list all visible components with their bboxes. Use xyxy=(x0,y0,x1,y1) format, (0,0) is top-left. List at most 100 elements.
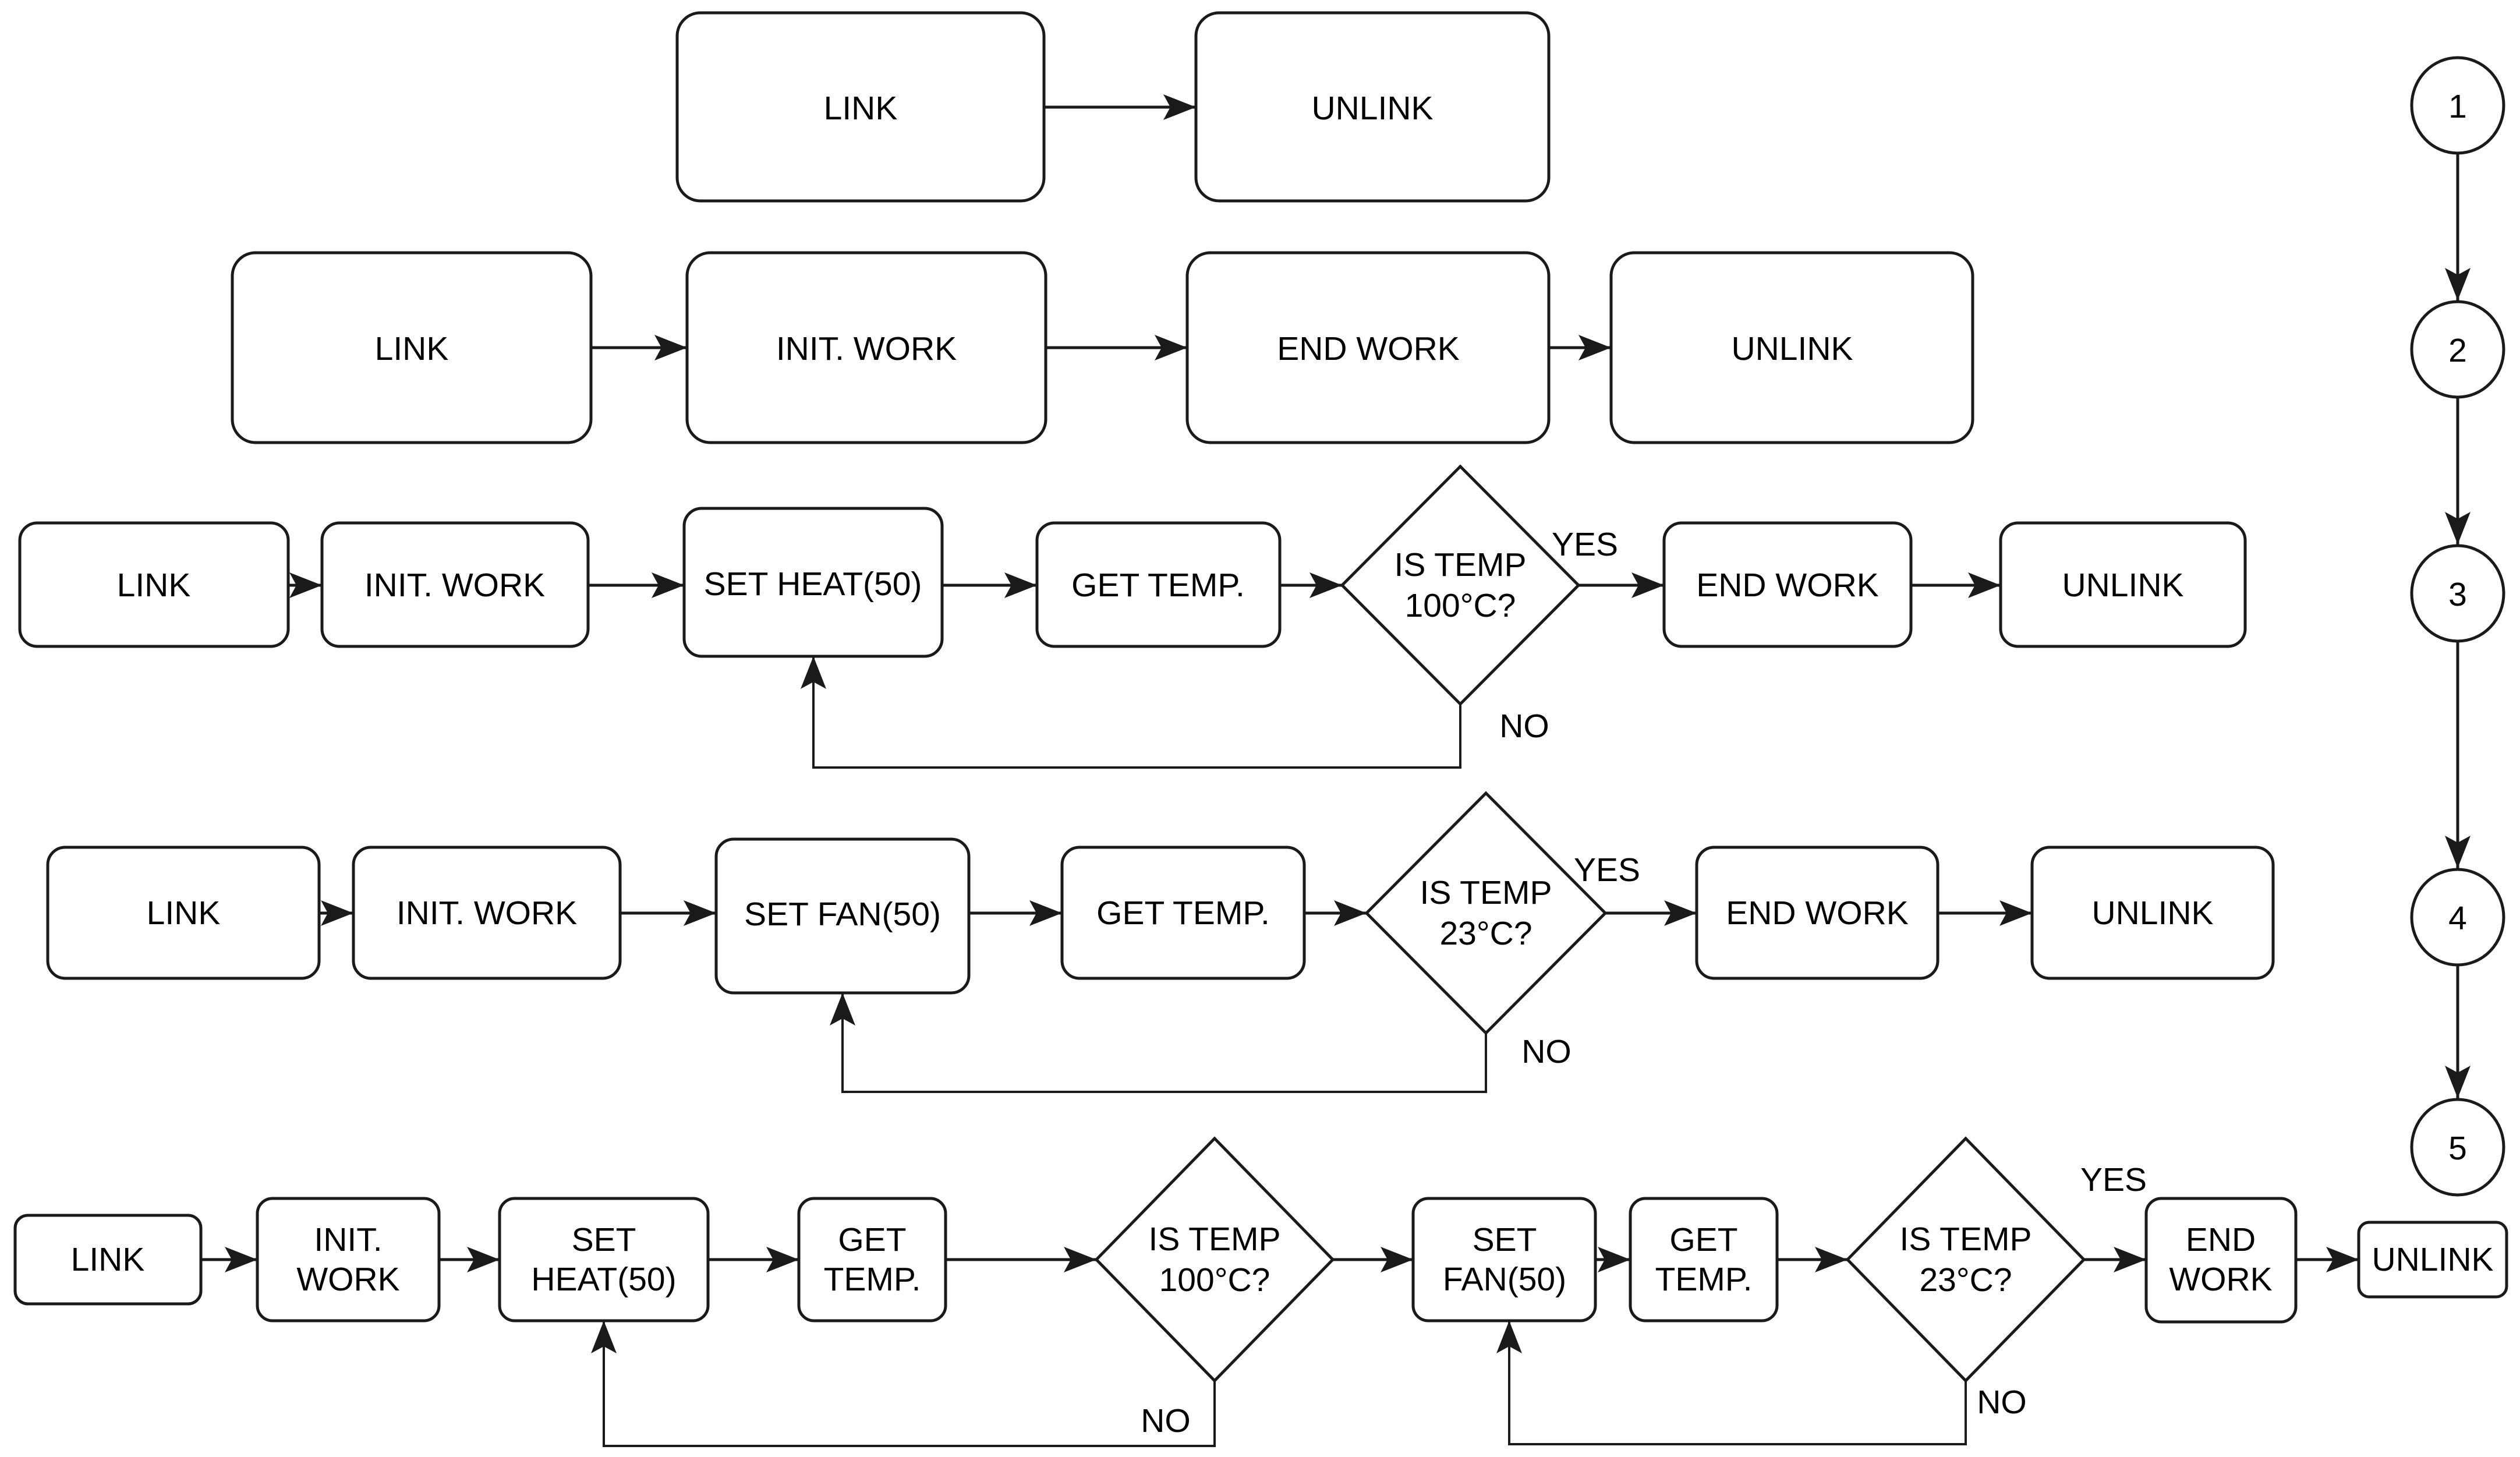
temp-100-decision-diamond xyxy=(1094,1136,1335,1383)
link-node: LINK xyxy=(46,846,321,980)
set-fan-node-box xyxy=(1411,1197,1597,1322)
get-temp-node: GET TEMP. xyxy=(1060,846,1306,980)
set-fan-node: SET FAN(50) xyxy=(1411,1197,1597,1322)
get-temp-node-label: GET TEMP. xyxy=(1096,894,1270,932)
link-node-label: LINK xyxy=(117,567,191,604)
step-badge-2-circle xyxy=(2410,300,2505,399)
step-badge-1-number: 1 xyxy=(2448,88,2467,125)
get-temp-node-2-line2: TEMP. xyxy=(1655,1261,1753,1298)
no-label: NO xyxy=(1499,708,1549,745)
link-node: LINK xyxy=(675,11,1046,203)
temp-100-decision-line1: IS TEMP xyxy=(1395,546,1527,583)
get-temp-node-2: GET TEMP. xyxy=(1629,1197,1779,1322)
init-work-node-line2: WORK xyxy=(296,1261,399,1298)
flow-row-5: LINK INIT. WORK SET HEAT(50) GET TEMP. I… xyxy=(13,1136,2508,1447)
get-temp-node-box xyxy=(797,1197,947,1322)
get-temp-node-label: GET TEMP. xyxy=(1071,567,1245,604)
get-temp-node-2-line1: GET xyxy=(1669,1221,1737,1258)
unlink-node-box xyxy=(1609,251,1974,444)
temp-23-decision-line2: 23°C? xyxy=(1439,915,1532,952)
set-heat-node-line1: SET xyxy=(572,1221,636,1258)
step-badge-5-number: 5 xyxy=(2448,1130,2467,1167)
set-heat-node: SET HEAT(50) xyxy=(682,507,944,658)
unlink-node-box xyxy=(2030,846,2275,980)
unlink-node-box xyxy=(1194,11,1551,203)
step-badge-column: 1 2 3 4 5 xyxy=(2410,56,2505,1197)
get-temp-node-2-box xyxy=(1629,1197,1779,1322)
step-badge-3-number: 3 xyxy=(2448,576,2467,613)
get-temp-node: GET TEMP. xyxy=(797,1197,947,1322)
unlink-node-label: UNLINK xyxy=(1311,90,1433,127)
step-badge-5: 5 xyxy=(2410,1098,2505,1197)
link-node-label: LINK xyxy=(71,1241,145,1278)
set-heat-node-line2: HEAT(50) xyxy=(531,1261,676,1298)
get-temp-node: GET TEMP. xyxy=(1035,521,1282,648)
unlink-node: UNLINK xyxy=(1609,251,1974,444)
temp-23-decision-line1: IS TEMP xyxy=(1420,874,1552,911)
end-work-node: END WORK xyxy=(1185,251,1551,444)
flow-row-4: LINK INIT. WORK SET FAN(50) GET TEMP. IS… xyxy=(46,791,2275,1093)
no-fan-loop-edge xyxy=(1496,1321,1967,1445)
temp-100-decision: IS TEMP 100°C? xyxy=(1340,464,1581,706)
no-loop-edge xyxy=(830,993,1487,1093)
end-work-node-line1: END xyxy=(2186,1221,2256,1258)
temp-100-decision: IS TEMP 100°C? xyxy=(1094,1136,1335,1383)
yes-label: YES xyxy=(1574,851,1640,889)
flow-row-3: LINK INIT. WORK SET HEAT(50) GET TEMP. I… xyxy=(18,464,2247,769)
no-loop-edge xyxy=(801,656,1461,769)
get-temp-node-line2: TEMP. xyxy=(824,1261,921,1298)
unlink-node-box xyxy=(1999,521,2247,648)
temp-23-decision-diamond xyxy=(1845,1136,2086,1383)
temp-100-decision-diamond xyxy=(1340,464,1581,706)
step-badge-2-number: 2 xyxy=(2448,332,2467,369)
init-work-node-label: INIT. WORK xyxy=(397,894,577,932)
set-fan-node-label: SET FAN(50) xyxy=(744,896,941,933)
get-temp-node-line1: GET xyxy=(838,1221,906,1258)
init-work-node-line1: INIT. xyxy=(314,1221,382,1258)
temp-23-decision-line1: IS TEMP xyxy=(1900,1221,2032,1258)
step-badge-5-circle xyxy=(2410,1098,2505,1197)
unlink-node-box xyxy=(2357,1221,2508,1299)
flow-row-1: LINK UNLINK xyxy=(675,11,1551,203)
unlink-node: UNLINK xyxy=(2357,1221,2508,1299)
end-work-node: END WORK xyxy=(1695,846,1939,980)
link-node-label: LINK xyxy=(375,330,449,367)
temp-23-decision: IS TEMP 23°C? xyxy=(1364,791,1608,1035)
end-work-node-box xyxy=(2144,1197,2298,1324)
init-work-node: INIT. WORK xyxy=(320,521,590,648)
yes-label: YES xyxy=(2080,1161,2147,1198)
step-badge-1-circle xyxy=(2410,56,2505,155)
end-work-node-label: END WORK xyxy=(1277,330,1460,367)
init-work-node-box xyxy=(256,1197,441,1322)
link-node: LINK xyxy=(13,1214,203,1306)
set-fan-node-line1: SET xyxy=(1473,1221,1537,1258)
unlink-node: UNLINK xyxy=(1999,521,2247,648)
step-badge-2: 2 xyxy=(2410,300,2505,399)
no-label: NO xyxy=(1521,1033,1572,1070)
no-heat-loop-edge xyxy=(591,1321,1216,1447)
temp-100-decision-line2: 100°C? xyxy=(1405,587,1516,624)
unlink-node-label: UNLINK xyxy=(2372,1241,2493,1278)
set-fan-node: SET FAN(50) xyxy=(714,837,971,995)
link-node-label: LINK xyxy=(147,894,221,932)
unlink-node-label: UNLINK xyxy=(2062,567,2183,604)
temp-23-decision-diamond xyxy=(1364,791,1608,1035)
step-badge-4-number: 4 xyxy=(2448,900,2467,937)
init-work-node-label: INIT. WORK xyxy=(776,330,957,367)
temp-23-decision-line2: 23°C? xyxy=(1919,1261,2012,1299)
step-badge-1: 1 xyxy=(2410,56,2505,155)
temp-100-decision-line1: IS TEMP xyxy=(1149,1221,1281,1258)
init-work-node-label: INIT. WORK xyxy=(364,567,545,604)
no-heat-label: NO xyxy=(1141,1402,1191,1440)
init-work-node: INIT. WORK xyxy=(685,251,1047,444)
step-badge-4: 4 xyxy=(2410,868,2505,967)
no-fan-label: NO xyxy=(1977,1384,2027,1421)
link-node: LINK xyxy=(231,251,593,444)
link-node: LINK xyxy=(18,521,290,648)
step-badge-3: 3 xyxy=(2410,544,2505,643)
end-work-node: END WORK xyxy=(1662,521,1913,648)
temp-100-decision-line2: 100°C? xyxy=(1159,1261,1270,1299)
end-work-node-label: END WORK xyxy=(1726,894,1909,932)
